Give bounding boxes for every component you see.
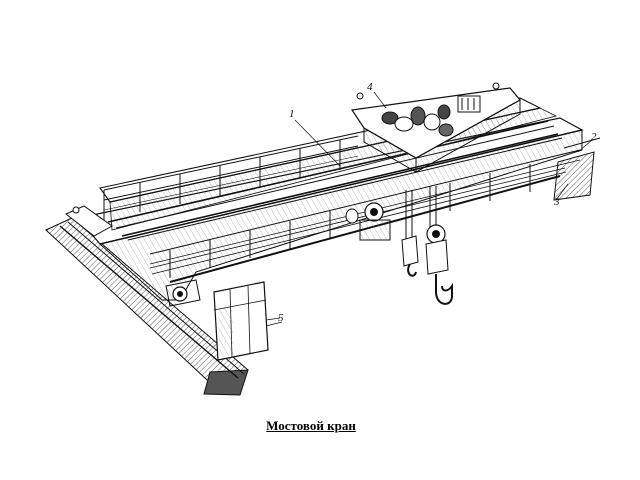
left-end-carriage bbox=[65, 205, 201, 307]
far-railing bbox=[103, 135, 359, 224]
callout-label-3: 3 bbox=[554, 196, 560, 208]
callout-label-1: 1 bbox=[289, 108, 295, 120]
callout-label-4: 4 bbox=[367, 81, 373, 93]
trolley bbox=[350, 82, 521, 173]
bridge-drive-mechanism bbox=[345, 202, 391, 241]
callout-leaders bbox=[265, 91, 593, 327]
left-runway-wall bbox=[45, 217, 249, 396]
callout-label-2: 2 bbox=[591, 131, 597, 143]
hook-block bbox=[401, 186, 453, 305]
operator-cab bbox=[213, 281, 281, 361]
callout-label-5: 5 bbox=[278, 312, 284, 324]
figure-caption: Мостовой кран bbox=[266, 418, 356, 433]
